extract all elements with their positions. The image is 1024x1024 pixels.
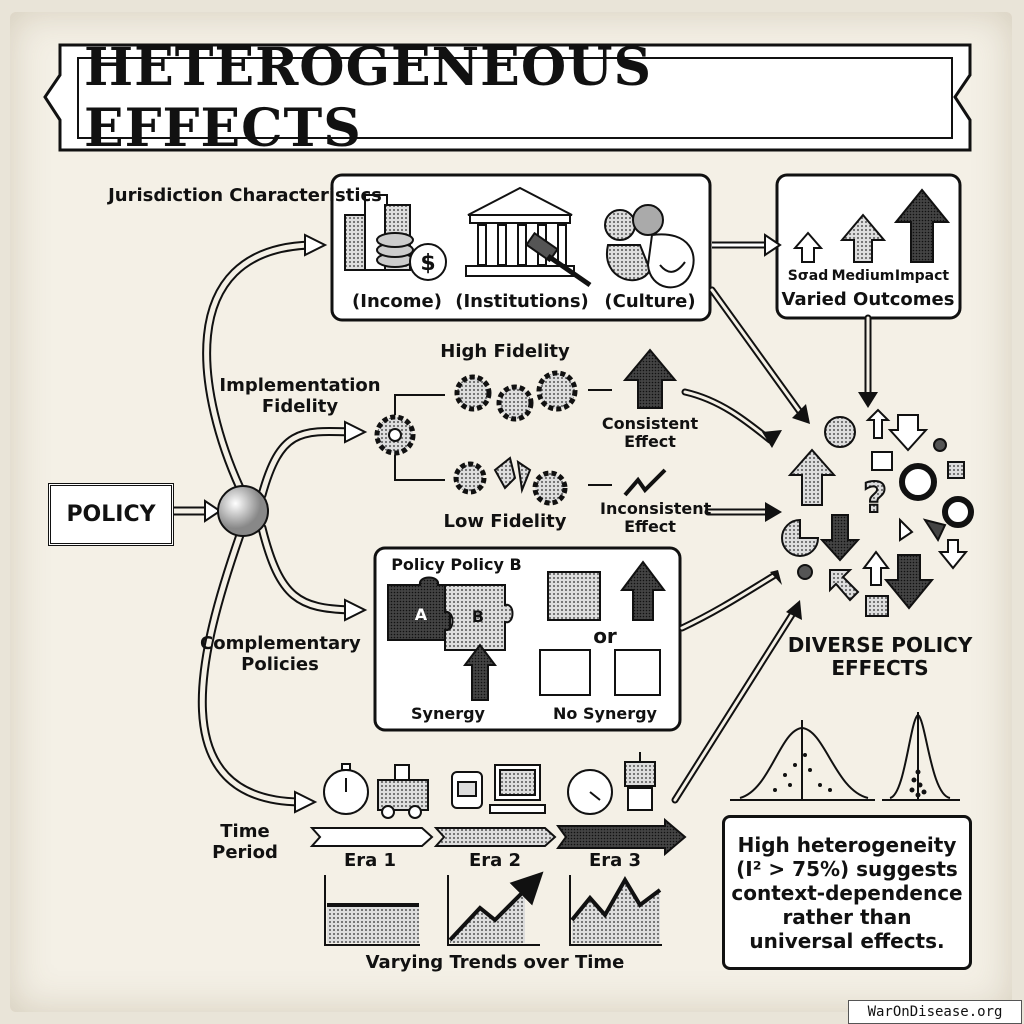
policy-box: POLICY — [48, 483, 174, 546]
svg-text:?: ? — [863, 473, 887, 522]
puzzle-icons — [387, 560, 666, 701]
courthouse-gavel-icon — [465, 186, 592, 288]
policy-b-label: Policy B — [450, 555, 522, 574]
note-line: rather than — [782, 904, 912, 929]
era-timeline — [309, 817, 687, 857]
heterogeneity-note: High heterogeneity (I² > 75%) suggests c… — [722, 815, 972, 970]
piece-a-label: A — [414, 605, 428, 624]
note-line: (I² > 75%) suggests — [736, 856, 958, 881]
era-3-label: Era 3 — [588, 850, 642, 871]
note-line: context-dependence — [731, 880, 963, 905]
varied-outcomes-label: Varied Outcomes — [781, 289, 955, 310]
svg-text:$: $ — [420, 251, 435, 276]
trend-charts — [324, 871, 662, 946]
note-line: universal effects. — [749, 928, 945, 953]
culture-masks-icon — [604, 204, 695, 289]
watermark: WarOnDisease.org — [848, 1000, 1022, 1024]
era-1-label: Era 1 — [343, 850, 397, 871]
trends-caption: Varying Trends over Time — [365, 952, 625, 973]
distribution-curves — [730, 712, 960, 801]
inconsistent-effect-label: Inconsistent Effect — [600, 499, 712, 537]
fidelity-label: Implementation Fidelity — [219, 375, 381, 417]
time-period-label: Time Period — [212, 821, 278, 863]
gear-icons — [374, 370, 578, 506]
note-line: High heterogeneity — [737, 832, 957, 857]
page-title: HETEROGENEOUS EFFECTS — [84, 37, 653, 159]
jurisdiction-label: Jurisdiction Characteristics — [108, 185, 382, 206]
or-label: or — [593, 624, 617, 648]
outcome-medium-label: Medium — [831, 268, 895, 284]
diverse-effects-cluster: ? — [781, 408, 974, 617]
no-synergy-label: No Synergy — [553, 704, 657, 723]
institutions-label: (Institutions) — [455, 291, 589, 312]
complementary-label: Complementary Policies — [200, 633, 361, 675]
consistent-arrow-icon — [622, 348, 678, 409]
consistent-effect-label: Consistent Effect — [601, 414, 699, 452]
culture-label: (Culture) — [604, 291, 696, 312]
synergy-label: Synergy — [411, 704, 485, 723]
outcome-small-label: Sσad — [787, 268, 829, 284]
diverse-effects-label: DIVERSE POLICY EFFECTS — [787, 633, 973, 680]
city-coins-icon: $ — [344, 194, 447, 281]
policy-a-label: Policy — [391, 555, 445, 574]
inconsistent-zigzag-icon — [623, 468, 667, 497]
hub-node — [217, 485, 269, 537]
high-fidelity-label: High Fidelity — [440, 341, 570, 362]
time-icons — [323, 752, 656, 819]
low-fidelity-label: Low Fidelity — [443, 511, 567, 532]
piece-b-label: B — [471, 607, 485, 626]
title-banner — [43, 43, 972, 152]
income-label: (Income) — [352, 291, 442, 312]
outcome-impact-label: Impact — [894, 268, 950, 284]
era-2-label: Era 2 — [468, 850, 522, 871]
